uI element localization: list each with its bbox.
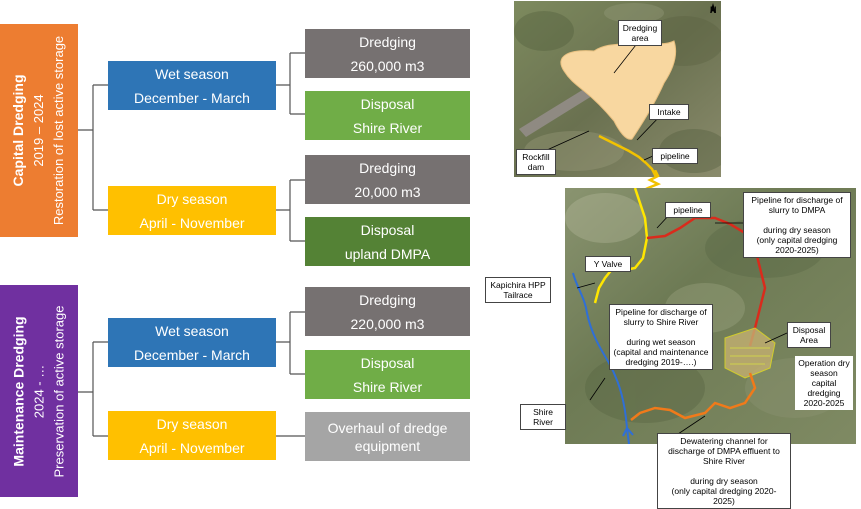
action-disposal-shire-capital: Disposal Shire River [305, 91, 470, 140]
action-dredging-260000: Dredging 260,000 m3 [305, 29, 470, 78]
action-line2: Shire River [352, 119, 423, 136]
aerial-map-dam: N Dredging area Intake Rockfill dam pipe… [514, 1, 721, 177]
action-line1: Disposal [360, 95, 415, 112]
label-pipeline-bottom: pipeline [665, 202, 711, 218]
season-dry-capital: Dry season April - November [108, 186, 276, 235]
north-arrow-icon [710, 3, 716, 13]
action-dredging-20000: Dredging 20,000 m3 [305, 155, 470, 204]
label-disposal-area: Disposal Area [787, 322, 831, 348]
aerial-map-disposal: pipeline Pipeline for discharge of slurr… [565, 188, 856, 444]
action-line2: Shire River [352, 378, 423, 395]
action-line2: 260,000 m3 [350, 57, 425, 74]
label-dewatering-overflow: Dewatering channel for discharge of DMPA… [657, 433, 791, 509]
label-pipeline-dmpa: Pipeline for discharge of slurry to DMPA… [743, 192, 851, 258]
pipeline-line [598, 134, 658, 177]
action-line2: 220,000 m3 [350, 315, 425, 332]
season-dry-maintenance: Dry season April - November [108, 411, 276, 460]
action-line1: Disposal [360, 221, 415, 238]
action-line2: 20,000 m3 [354, 183, 421, 200]
tree-connectors [78, 52, 305, 437]
label-rockfill-dam: Rockfill dam [516, 149, 556, 175]
dewatering-channel-line [630, 372, 757, 421]
action-line1: Disposal [360, 354, 415, 371]
rockfill-dam-shape [519, 89, 592, 137]
label-kapichira: Kapichira HPP Tailrace [485, 277, 551, 303]
action-dredging-220000: Dredging 220,000 m3 [305, 287, 470, 336]
action-line1: Dredging [359, 33, 416, 50]
action-line1: Dredging [359, 159, 416, 176]
season-wet-capital: Wet season December - March [108, 61, 276, 110]
disposal-area-shape [724, 327, 776, 379]
season-months: April - November [139, 214, 245, 231]
label-intake: Intake [649, 104, 689, 120]
action-disposal-shire-maintenance: Disposal Shire River [305, 350, 470, 399]
label-dredging-area: Dredging area [618, 20, 662, 46]
maintenance-dredging-bar: Maintenance Dredging 2024 - … Preservati… [0, 285, 78, 497]
shire-river-line [572, 272, 630, 444]
season-months: December - March [134, 89, 250, 106]
label-pipeline-top: pipeline [652, 148, 698, 164]
action-line2: equipment [354, 437, 421, 454]
label-operation: Operation dry season capital dredging 20… [795, 356, 853, 410]
pipeline-shire-line [593, 188, 649, 304]
action-overhaul: Overhaul of dredge equipment [305, 412, 470, 461]
river-arrow-icon [622, 427, 634, 437]
season-months: December - March [134, 346, 250, 363]
action-line1: Dredging [359, 291, 416, 308]
label-shire-river: Shire River [520, 404, 566, 430]
season-label: Wet season [155, 65, 229, 82]
action-line1: Overhaul of dredge [327, 419, 448, 436]
capital-dredging-bar: Capital Dredging 2019 – 2024 Restoration… [0, 24, 78, 237]
season-wet-maintenance: Wet season December - March [108, 318, 276, 367]
dredging-area-shape [560, 40, 677, 140]
label-y-valve: Y Valve [585, 256, 631, 272]
season-months: April - November [139, 439, 245, 456]
action-disposal-dmpa: Disposal upland DMPA [305, 217, 470, 266]
season-label: Wet season [155, 322, 229, 339]
action-line2: upland DMPA [344, 245, 431, 262]
label-pipeline-shire: Pipeline for discharge of slurry to Shir… [609, 304, 713, 370]
season-label: Dry season [156, 190, 228, 207]
season-label: Dry season [156, 415, 228, 432]
